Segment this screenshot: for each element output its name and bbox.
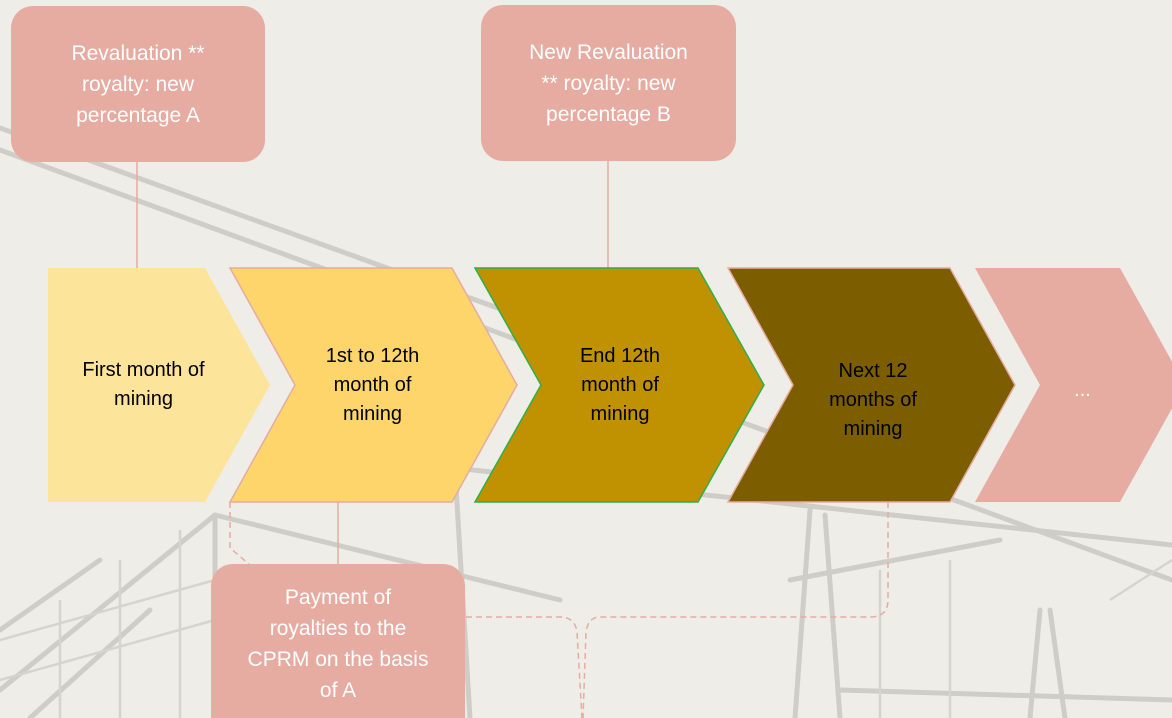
step-ellipsis xyxy=(975,268,1172,502)
dashed-connector-step4 xyxy=(582,502,889,718)
callout-payment: Payment of royalties to the CPRM on the … xyxy=(211,564,465,718)
dashed-connector-payment xyxy=(466,616,583,718)
step-label-next-12: Next 12 months of mining xyxy=(829,359,917,440)
step-first-month xyxy=(48,268,270,502)
dashed-connector-step2 xyxy=(229,502,251,566)
step-label-end-12th: End 12th month of mining xyxy=(579,344,661,425)
connectors xyxy=(136,160,889,718)
step-label-ellipsis: ... xyxy=(1074,378,1091,401)
step-label-first-month: First month of mining xyxy=(82,359,205,410)
step-next-12 xyxy=(726,267,1016,503)
step-1st-to-12th xyxy=(228,267,518,503)
callout-revaluation-a: Revaluation ** royalty: new percentage A xyxy=(11,6,265,162)
step-end-12th xyxy=(473,267,765,503)
callout-revaluation-b: New Revaluation ** royalty: new percenta… xyxy=(481,5,736,161)
step-label-1st-to-12th: 1st to 12th month of mining xyxy=(325,344,420,425)
